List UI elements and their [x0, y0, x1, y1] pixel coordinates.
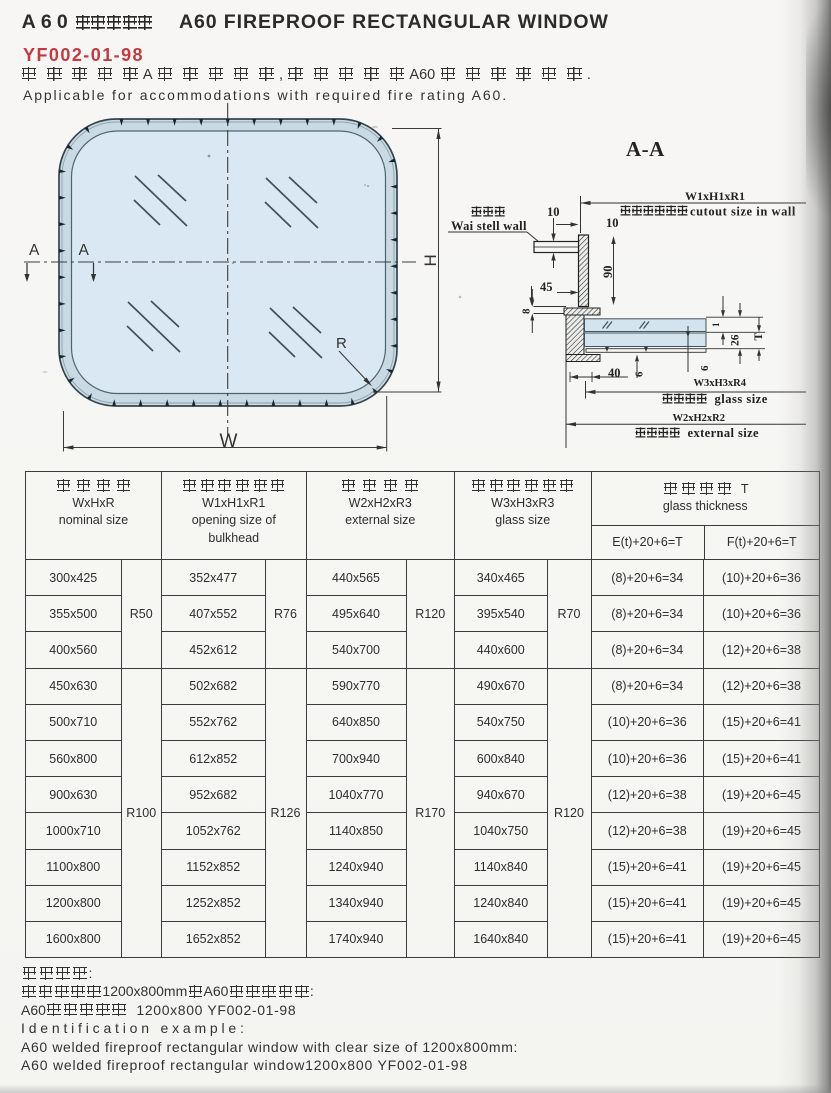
svg-text:26: 26 [730, 334, 742, 346]
svg-text:10: 10 [606, 216, 619, 230]
svg-text:Wai stell wall: Wai stell wall [451, 219, 527, 233]
svg-text:10: 10 [547, 205, 560, 219]
svg-text:glass size: glass size [715, 392, 768, 406]
svg-text:A: A [29, 242, 40, 259]
svg-text:W2xH2xR2: W2xH2xR2 [673, 413, 726, 424]
svg-text:W1xH1xR1: W1xH1xR1 [685, 189, 745, 203]
svg-text:cutout size in wall: cutout size in wall [690, 205, 796, 219]
svg-text:W: W [220, 431, 238, 452]
svg-text:R: R [336, 335, 347, 352]
svg-text:6: 6 [634, 371, 646, 377]
svg-text:45: 45 [540, 280, 553, 294]
svg-text:T: T [753, 333, 765, 341]
svg-text:1: 1 [711, 322, 721, 327]
svg-text:40: 40 [608, 366, 621, 380]
svg-text:H: H [421, 254, 440, 266]
svg-text:8: 8 [521, 308, 533, 314]
svg-text:6: 6 [699, 365, 711, 371]
svg-text:external size: external size [688, 426, 760, 440]
svg-text:A: A [79, 242, 90, 259]
svg-text:W3xH3xR4: W3xH3xR4 [694, 378, 747, 389]
svg-text:A-A: A-A [626, 137, 665, 161]
svg-text:90: 90 [601, 266, 615, 279]
